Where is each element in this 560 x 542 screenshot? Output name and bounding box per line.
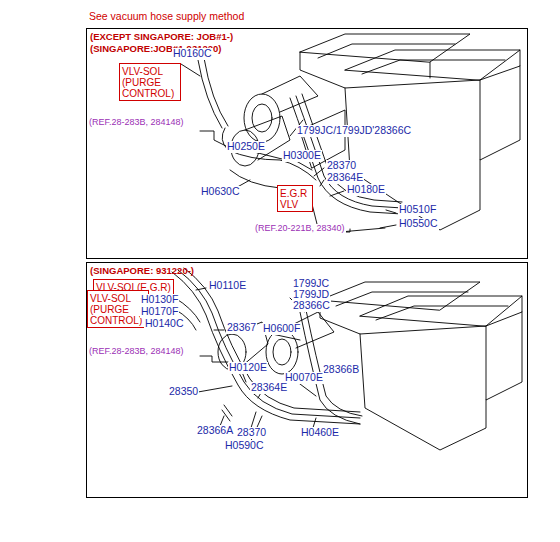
part-number: H0630C [200, 186, 241, 198]
part-number: 28366A [196, 425, 234, 437]
part-number: H0510F [398, 204, 437, 216]
part-number: H0590C [224, 440, 265, 452]
part-number: 28366B [322, 364, 360, 376]
part-number: H0300E [282, 150, 322, 162]
part-number: 28366C [292, 300, 331, 312]
part-number: 28350 [168, 386, 199, 398]
reference-note: (REF.28-283B, 284148) [88, 118, 185, 128]
part-number: H0120E [228, 362, 268, 374]
reference-note: (REF.28-283B, 284148) [88, 347, 185, 357]
part-number: 28367 [226, 322, 257, 334]
part-number: H0600F [262, 323, 301, 335]
reference-note: (REF.20-221B, 28340) [254, 224, 346, 234]
part-number: H0170F [140, 306, 179, 318]
part-number: 1799JD [292, 289, 330, 301]
part-number: H0110E [208, 280, 247, 292]
component-name: VLV-SOL (PURGE CONTROL) [122, 66, 178, 99]
part-number: 28370 [326, 160, 357, 172]
part-number: 28364E [250, 382, 288, 394]
part-number: 1799JC/1799JD'28366C [296, 125, 412, 137]
part-number: H0550C [398, 218, 439, 230]
component-box: E.G.R VLV [277, 185, 313, 212]
part-number: 28370 [236, 427, 267, 439]
part-number: H0140C [144, 318, 185, 330]
component-name: VLV-SOL (PURGE CONTROL) [90, 293, 146, 326]
component-name: E.G.R VLV [280, 188, 310, 210]
part-number: 28364E [326, 172, 364, 184]
variant-heading: (SINGAPORE: 931220-) [90, 266, 194, 276]
part-number: H0250E [226, 141, 266, 153]
part-number: H0180E [346, 184, 386, 196]
part-number: 1799JC [292, 278, 330, 290]
part-number: H0070E [284, 372, 324, 384]
title: See vacuum hose supply method [88, 11, 245, 23]
part-number: H0130F [140, 294, 179, 306]
part-number: H0160C [172, 48, 213, 60]
variant-heading: (EXCEPT SINGAPORE: JOB#1-) [90, 32, 233, 42]
component-box: VLV-SOL (PURGE CONTROL) [119, 63, 181, 101]
part-number: H0460E [300, 427, 340, 439]
